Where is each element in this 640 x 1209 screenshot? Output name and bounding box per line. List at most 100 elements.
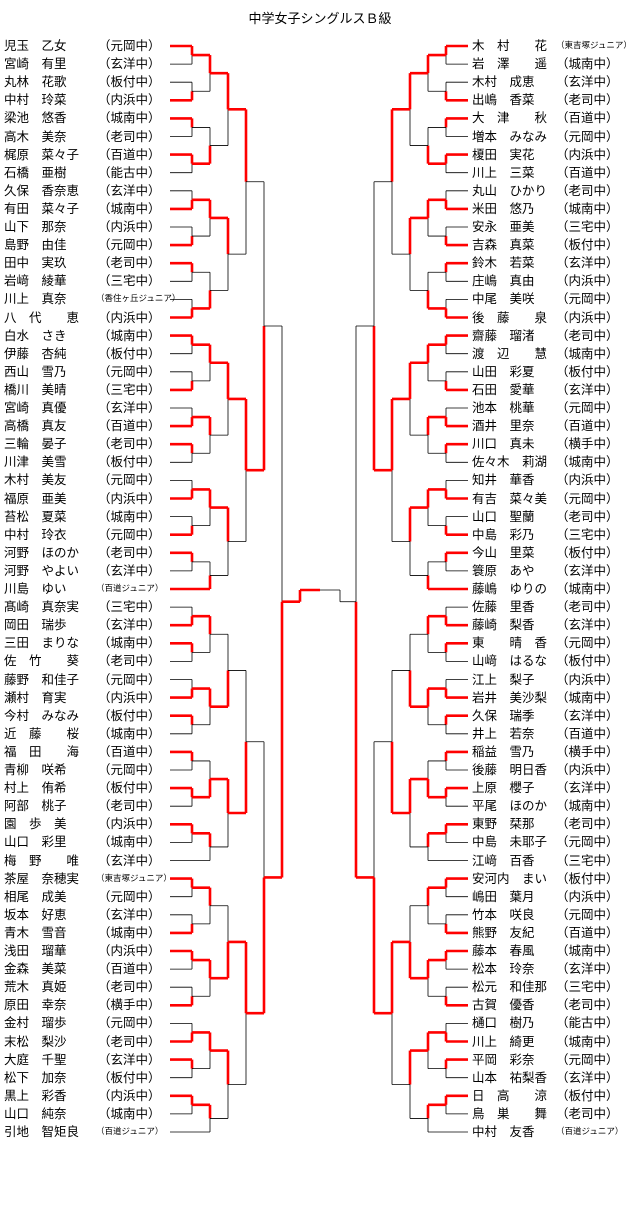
player-name: 竹本 咲良 [472,906,535,922]
player-name: 榎田 実花 [472,146,535,162]
player-name: 梅 野 唯 [4,852,80,868]
player-name: 石田 愛華 [472,381,535,397]
player-team: （三宅中） [556,979,619,995]
player-team: （三宅中） [556,526,619,542]
player-name: 木村 美友 [4,472,67,488]
player-team: （城南中） [98,327,161,343]
player-name: 山田 彩夏 [472,363,535,379]
player-name: 苔松 夏菜 [4,508,67,524]
player-team: （元岡中） [98,762,161,777]
player-name: 高木 美奈 [4,128,67,144]
player-name: 川口 真未 [472,436,535,452]
player-team: （老司中） [556,997,619,1013]
player-name: 松本 玲奈 [472,961,535,977]
player-name: 引地 智矩良 [4,1124,80,1139]
player-name: 嶋田 葉月 [472,888,535,904]
player-team: （内浜中） [556,273,619,289]
player-name: 後 藤 泉 [472,309,548,325]
player-team: （百道ジュニア） [556,1127,624,1137]
player-team: （内浜中） [98,943,161,958]
player-name: 岩井 美沙梨 [472,689,548,705]
player-name: 八 代 恵 [4,309,80,325]
player-team: （百道中） [556,164,619,180]
player-team: （城南中） [98,725,161,741]
player-name: 山本 祐梨香 [472,1069,548,1085]
player-team: （元岡中） [98,888,161,904]
player-name: 末松 梨沙 [4,1033,67,1049]
player-name: 丸林 花歌 [4,74,67,90]
player-name: 青柳 咲希 [4,762,67,777]
player-name: 福原 亜美 [4,490,67,506]
player-team: （板付中） [556,653,619,669]
player-name: 茶屋 奈穂実 [4,870,80,886]
player-team: （百道中） [98,418,161,434]
player-team: （内浜中） [98,1087,161,1103]
player-team: （板付中） [98,74,161,90]
player-name: 山下 那奈 [4,219,67,234]
player-team: （板付中） [556,363,619,379]
player-team: （老司中） [98,436,161,452]
player-team: （百道中） [98,146,161,162]
player-team: （老司中） [556,327,619,343]
player-team: （玄洋中） [556,74,619,90]
player-name: 簑原 あや [472,562,535,578]
player-team: （城南中） [98,200,161,216]
player-name: 三田 まりな [4,635,80,651]
player-name: 吉森 真菜 [472,237,535,253]
player-team: （百道ジュニア） [96,1127,164,1137]
player-team: （内浜中） [556,309,619,325]
player-team: （東吉塚ジュニア） [96,873,172,884]
player-name: 樋口 樹乃 [472,1015,535,1031]
player-name: 原田 幸奈 [4,997,67,1013]
player-name: 中島 彩乃 [472,526,535,542]
player-team: （玄洋中） [98,562,161,578]
player-name: 池本 桃華 [472,400,535,415]
player-name: 阿部 桃子 [4,798,67,814]
player-team: （老司中） [556,182,619,198]
player-team: （元岡中） [556,291,619,307]
player-team: （玄洋中） [98,56,161,72]
player-name: 有吉 菜々美 [472,490,548,506]
player-team: （百道ジュニア） [96,584,164,594]
player-team: （三宅中） [556,852,619,868]
player-team: （老司中） [98,1033,161,1049]
player-name: 島野 由佳 [4,237,67,253]
player-name: 藤野 和佳子 [4,671,80,687]
player-team: （城南中） [556,798,619,814]
player-name: 安永 亜美 [472,219,535,234]
player-name: 梁池 悠香 [4,110,67,126]
player-team: （城南中） [556,454,619,470]
player-team: （老司中） [556,1105,619,1121]
player-name: 村上 侑希 [4,780,67,796]
player-team: （元岡中） [98,38,161,53]
player-name: 宮崎 有里 [4,56,67,72]
player-name: 中村 玲衣 [4,526,67,542]
player-team: （内浜中） [98,219,161,234]
player-team: （三宅中） [98,599,161,615]
player-name: 上原 櫻子 [472,780,535,796]
player-name: 佐藤 里香 [472,599,535,615]
player-team: （百道中） [556,924,619,940]
player-team: （板付中） [98,345,161,361]
player-team: （元岡中） [556,128,619,144]
player-team: （元岡中） [98,363,161,379]
player-team: （内浜中） [556,472,619,488]
player-name: 川上 真奈 [4,291,67,307]
player-name: 岡田 瑞歩 [4,617,67,633]
player-team: （玄洋中） [556,1069,619,1085]
player-team: （玄洋中） [98,1051,161,1067]
player-team: （城南中） [556,1033,619,1049]
player-name: 木 村 花 [472,38,548,53]
player-team: （百道中） [556,725,619,741]
player-name: 稲益 雪乃 [472,743,535,759]
player-team: （城南中） [98,1105,161,1121]
player-team: （能古中） [556,1015,619,1031]
player-team: （内浜中） [98,490,161,506]
player-name: 後藤 明日香 [472,762,548,777]
player-team: （横手中） [556,743,619,759]
player-name: 川島 ゆい [4,581,67,596]
player-name: 久保 香奈恵 [4,182,80,198]
player-team: （板付中） [556,1087,619,1103]
player-team: （老司中） [98,979,161,995]
player-team: （城南中） [98,834,161,850]
